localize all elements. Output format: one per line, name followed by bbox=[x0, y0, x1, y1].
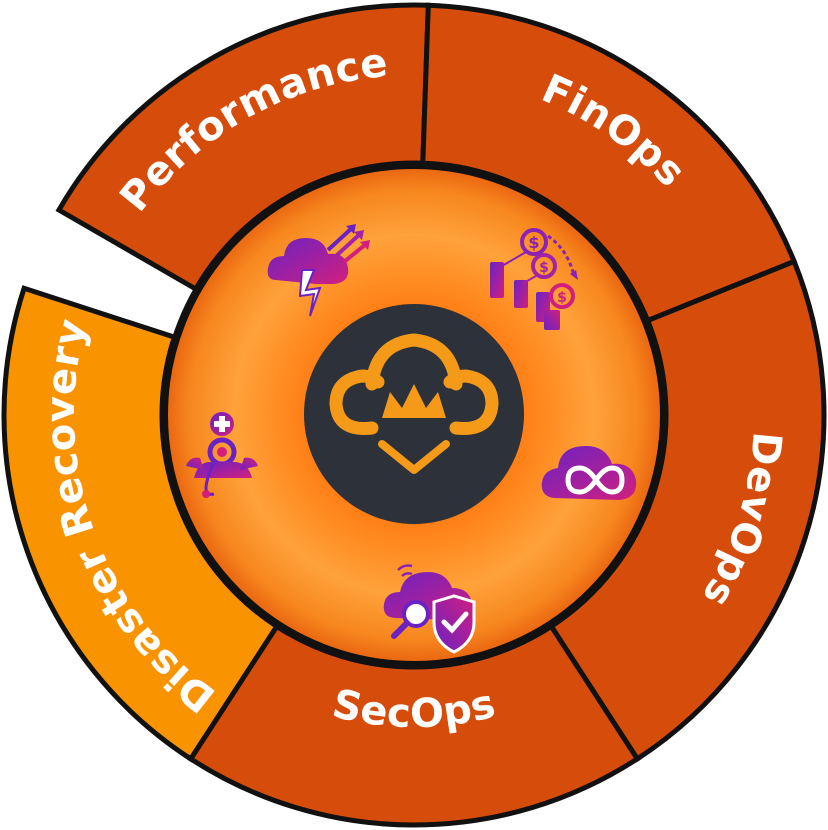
svg-text:$: $ bbox=[557, 290, 567, 306]
svg-text:$: $ bbox=[528, 233, 539, 252]
cost-chart-icon: $ $ $ bbox=[490, 228, 578, 330]
cloud-security-icon bbox=[383, 564, 476, 654]
crown-monkey-logo[interactable] bbox=[304, 304, 524, 524]
monkey-face-icon bbox=[329, 333, 499, 474]
health-check-icon bbox=[186, 412, 258, 498]
cloud-infinity-icon bbox=[541, 446, 637, 500]
cloud-lightning-icon bbox=[267, 224, 370, 317]
svg-text:$: $ bbox=[539, 260, 549, 276]
